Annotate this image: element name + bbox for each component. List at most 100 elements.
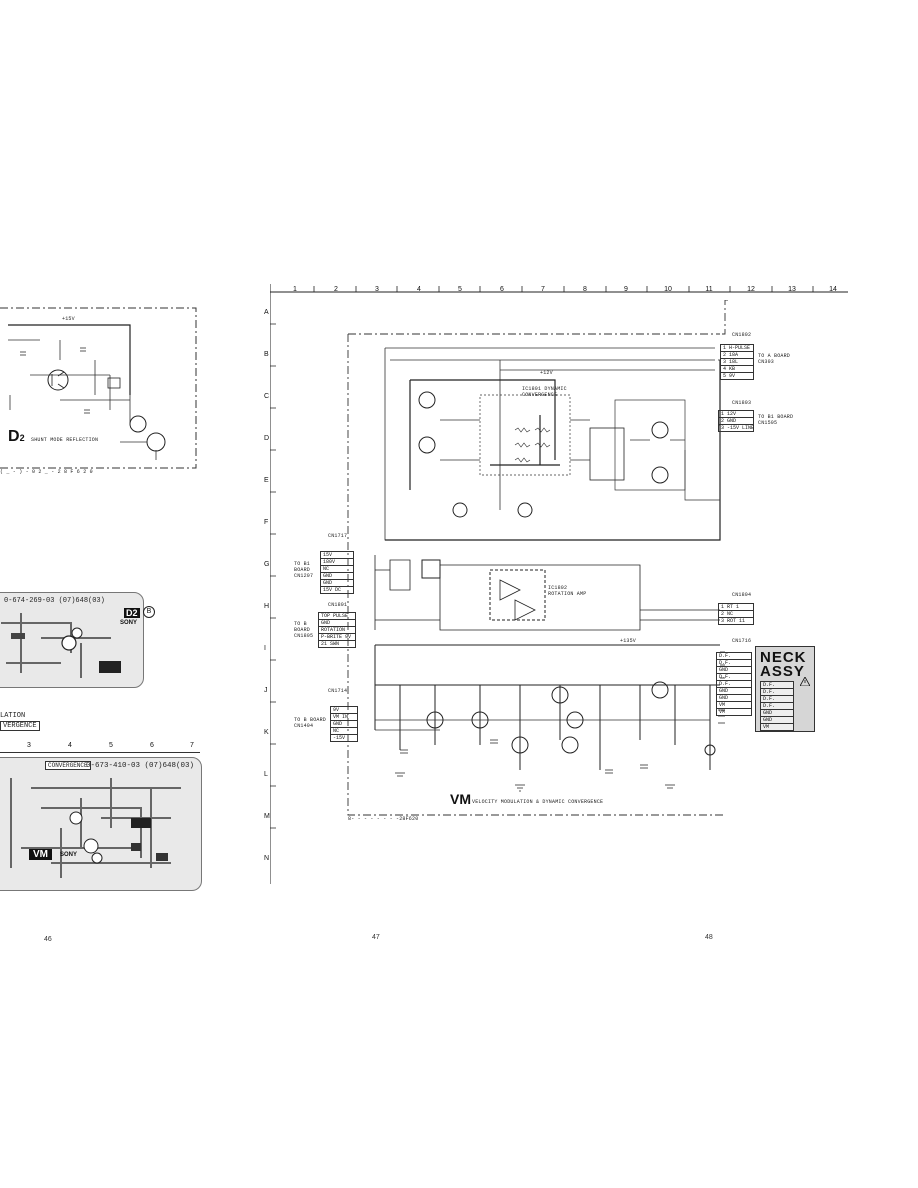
cn1716-pin-3: GND [716, 667, 752, 674]
row-h: H [264, 603, 270, 610]
cn1801-connector: TOP PULSE GND ROTATION P-BRITE 9V 21 SWN [318, 612, 356, 648]
vm-pcb-col-4: 4 [68, 742, 72, 749]
vm-pcb-logo: VM [29, 849, 52, 860]
vm-pcb-brand: SONY [60, 852, 78, 858]
neck-pin-3: D.F. [760, 696, 794, 703]
page-number-47: 47 [372, 934, 380, 941]
cn1717-connector: 15V 180V NC GND GND 15V DC [320, 551, 354, 594]
col-11: 11 [705, 286, 713, 293]
cn1801-pin-5: 21 SWN [318, 641, 356, 648]
vm-caption: VELOCITY MODULATION & DYNAMIC CONVERGENC… [472, 799, 604, 805]
cn1717-pin-4: GND [320, 573, 354, 580]
cn1714-title: CN1714 [328, 688, 348, 694]
neck-assy-block: NECK ASSY D.F. D.F. D.F. D.F. GND GND VM [755, 646, 815, 732]
cn1803-note: TO B1 BOARD CN1505 [758, 414, 794, 426]
cn1716-pin-5: D.F. [716, 681, 752, 688]
cn1803-pin-2: 2 GND [718, 418, 754, 425]
cn1716-title: CN1716 [732, 638, 752, 644]
cn1801-pin-2: GND [318, 620, 356, 627]
cn1716-pin-9: VM [716, 709, 752, 716]
cn1801-note: TO B BOARD CN1805 [294, 621, 314, 639]
neck-pin-1: D.F. [760, 681, 794, 689]
cn1716-pin-6: GND [716, 688, 752, 695]
d2-title-caption: SHUNT MODE REFLECTION [31, 437, 99, 443]
cn1717-title: CN1717 [328, 533, 348, 539]
cn1804-connector: 1 RT 1 2 NC 3 ROT 11 [718, 603, 754, 625]
d2-footer-ref: ( _ - ) - 0 2 _ - 2 8 F 6 2 0 [0, 469, 93, 475]
neck-pin-5: GND [760, 710, 794, 717]
col-14: 14 [829, 286, 837, 293]
row-f: F [264, 519, 269, 526]
cn1717-pin-1: 15V [320, 551, 354, 559]
row-g: G [264, 561, 270, 568]
neck-assy-line2: ASSY [760, 663, 805, 680]
row-j: J [264, 687, 268, 694]
cn1717-pin-6: 15V DC [320, 587, 354, 594]
cn1803-title: CN1803 [732, 400, 752, 406]
cn1716-pin-1: D.F. [716, 652, 752, 660]
col-8: 8 [583, 286, 587, 293]
schematic-frame [270, 284, 848, 884]
cn1717-note: TO B1 BOARD CN1207 [294, 561, 314, 579]
vm-pcb-column-scale: 3 4 5 6 7 [0, 742, 200, 753]
d2-title-sub: 2 [19, 433, 25, 443]
cn1801-pin-4: P-BRITE 9V [318, 634, 356, 641]
row-a: A [264, 309, 269, 316]
col-12: 12 [747, 286, 755, 293]
row-i: I [264, 645, 266, 652]
ic1802-label: IC1802 ROTATION AMP [548, 585, 587, 597]
row-c: C [264, 393, 270, 400]
d2-pcb-circle-b: B [143, 606, 155, 618]
cn1803-connector: 1 12V 2 GND 3 -15V LINE [718, 410, 754, 432]
cn1802-connector: 1 H-PULSE 2 18A 3 18L 4 KB 5 9V [720, 344, 754, 380]
ic1801-label: IC1801 DYNAMIC CONVERGENCE [522, 386, 567, 398]
d2-pcb-circle-letter: B [146, 608, 152, 615]
d2-pcb-logo: D2 [124, 608, 140, 618]
cn1802-pin-5: 5 9V [720, 373, 754, 380]
neck-pin-2: D.F. [760, 689, 794, 696]
cn1714-connector: 9V VM IN GND NC -15V [330, 706, 358, 742]
cn1802-pin-2: 2 18A [720, 352, 754, 359]
cn1714-pin-1: 9V [330, 706, 358, 714]
vm-pcb-col-3: 3 [27, 742, 31, 749]
cn1802-note: TO A BOARD CN303 [758, 353, 791, 365]
cn1717-pin-3: NC [320, 566, 354, 573]
row-m: M [264, 813, 270, 820]
row-b: B [264, 351, 269, 358]
cn1714-pin-3: GND [330, 721, 358, 728]
vm-pcb-col-7: 7 [190, 742, 194, 749]
cn1804-title: CN1804 [732, 592, 752, 598]
cn1716-pin-2: D.F. [716, 660, 752, 667]
col-6: 6 [500, 286, 504, 293]
cn1716-connector: D.F. D.F. GND D.F. D.F. GND GND VM VM [716, 652, 752, 716]
col-1: 1 [293, 286, 297, 293]
row-e: E [264, 477, 269, 484]
row-k: K [264, 729, 269, 736]
row-d: D [264, 435, 270, 442]
supply-12v-label: +12V [540, 370, 553, 376]
d2-title-letter: D2 [8, 428, 25, 446]
cn1803-pin-1: 1 12V [718, 410, 754, 418]
neck-pin-7: VM [760, 724, 794, 731]
cn1714-pin-4: NC [330, 728, 358, 735]
neck-assy-line1: NECK [760, 649, 807, 666]
vm-title: VM [450, 791, 471, 807]
cn1802-pin-1: 1 H-PULSE [720, 344, 754, 352]
warning-triangle-icon [800, 677, 810, 686]
cn1714-note: TO B BOARD CN1404 [294, 717, 327, 729]
cn1804-pin-2: 2 NC [718, 611, 754, 618]
vm-pcb [0, 757, 202, 891]
cn1802-title: CN1802 [732, 332, 752, 338]
d2-pcb [0, 592, 144, 688]
d2-pcb-brand: SONY [120, 620, 138, 626]
cn1716-pin-4: D.F. [716, 674, 752, 681]
neck-assy-pins: D.F. D.F. D.F. D.F. GND GND VM [760, 681, 794, 731]
cn1803-pin-3: 3 -15V LINE [718, 425, 754, 432]
cn1801-title: CN1801 [328, 602, 348, 608]
schematic-footer-ref: 8- - - - - - - -28F620 [348, 816, 419, 822]
d2-title-main: D [8, 428, 20, 445]
cn1804-pin-3: 3 ROT 11 [718, 618, 754, 625]
col-3: 3 [375, 286, 379, 293]
side-label-vergence: VERGENCE [0, 721, 40, 731]
vm-pcb-traces [10, 778, 181, 878]
